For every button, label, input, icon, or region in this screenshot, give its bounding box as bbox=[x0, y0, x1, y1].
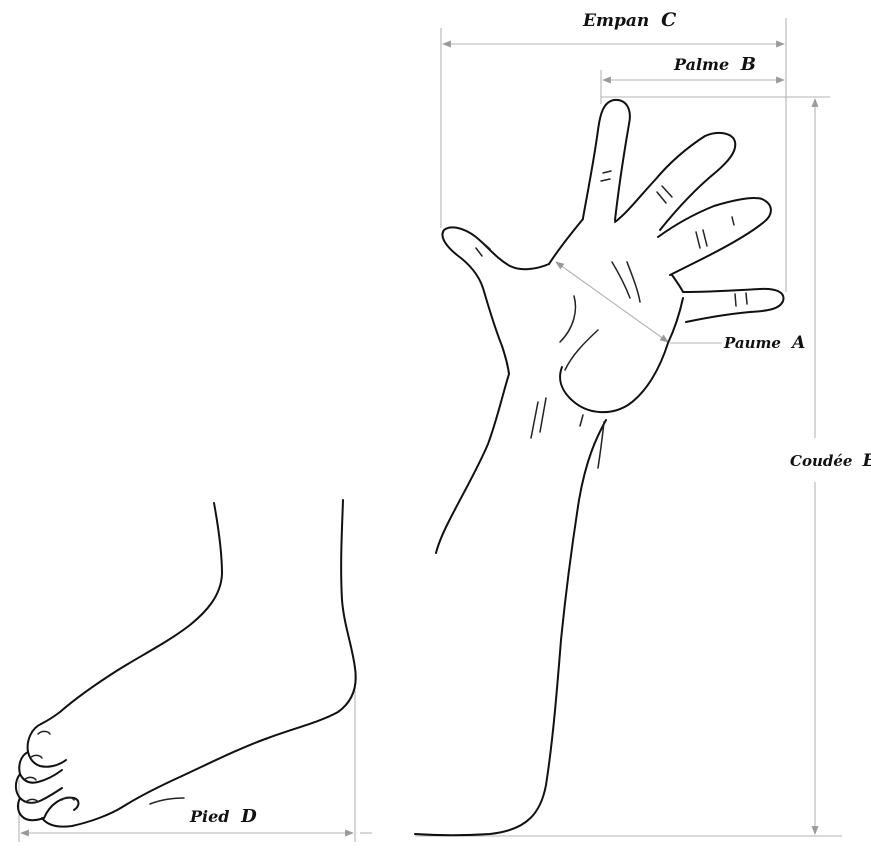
palm-line-1 bbox=[612, 262, 630, 298]
forearm-right-outline bbox=[415, 420, 606, 835]
little-toe-outline bbox=[44, 798, 79, 818]
toenail-2 bbox=[30, 755, 42, 758]
coudee-label: Coudée E bbox=[790, 451, 871, 471]
forearm-left-outline bbox=[436, 374, 509, 553]
thumb-crease-1 bbox=[482, 242, 490, 249]
palme-label-letter: B bbox=[740, 54, 756, 75]
big-toe-outline bbox=[28, 724, 66, 767]
palm-line-4 bbox=[565, 330, 598, 370]
labels: Empan C Palme B Paume A Coudée E Pied D bbox=[189, 9, 871, 827]
little-crease-1 bbox=[735, 294, 736, 306]
ring-finger-outline bbox=[658, 198, 771, 275]
ring-crease-1 bbox=[696, 232, 700, 248]
foot-drawing bbox=[16, 500, 356, 827]
hand-forearm-drawing bbox=[415, 100, 783, 835]
empan-label-text: Empan bbox=[582, 11, 649, 31]
little-finger-outline bbox=[672, 275, 783, 322]
thumb-palm-outline bbox=[442, 227, 549, 374]
coudee-label-letter: E bbox=[862, 451, 871, 471]
ring-crease-3 bbox=[732, 217, 734, 225]
wrist-tendon-3 bbox=[580, 415, 583, 426]
little-crease-2 bbox=[746, 293, 747, 304]
dimension-lines bbox=[19, 18, 842, 842]
heel-outline bbox=[42, 500, 356, 827]
middle-finger-outline bbox=[615, 133, 735, 230]
wrist-tendon-2 bbox=[540, 398, 546, 432]
thumb-web-outline bbox=[549, 219, 583, 264]
toenail-1 bbox=[38, 731, 50, 734]
middle-crease-2 bbox=[657, 192, 666, 203]
instep-outline bbox=[41, 503, 222, 724]
index-crease-1 bbox=[603, 171, 611, 173]
palm-heel-outline bbox=[560, 298, 683, 412]
sole-shadow bbox=[150, 798, 184, 804]
ring-crease-2 bbox=[703, 230, 707, 246]
pied-label-letter: D bbox=[240, 806, 257, 827]
paume-label: Paume A bbox=[723, 333, 805, 353]
paume-label-text: Paume bbox=[723, 334, 781, 352]
coudee-label-text: Coudée bbox=[790, 452, 852, 470]
palm-line-3 bbox=[560, 296, 575, 342]
empan-label: Empan C bbox=[582, 9, 676, 31]
palme-label: Palme B bbox=[673, 54, 756, 75]
index-crease-2 bbox=[601, 179, 610, 181]
pied-label-text: Pied bbox=[189, 807, 229, 826]
empan-label-letter: C bbox=[661, 9, 676, 31]
paume-dimension-line bbox=[556, 262, 668, 342]
palme-label-text: Palme bbox=[673, 55, 729, 74]
pied-label: Pied D bbox=[189, 806, 257, 827]
paume-label-letter: A bbox=[790, 333, 805, 353]
middle-crease-1 bbox=[662, 186, 672, 197]
index-finger-outline bbox=[583, 100, 630, 220]
wrist-tendon-1 bbox=[531, 402, 538, 438]
thumb-crease-2 bbox=[476, 248, 482, 256]
